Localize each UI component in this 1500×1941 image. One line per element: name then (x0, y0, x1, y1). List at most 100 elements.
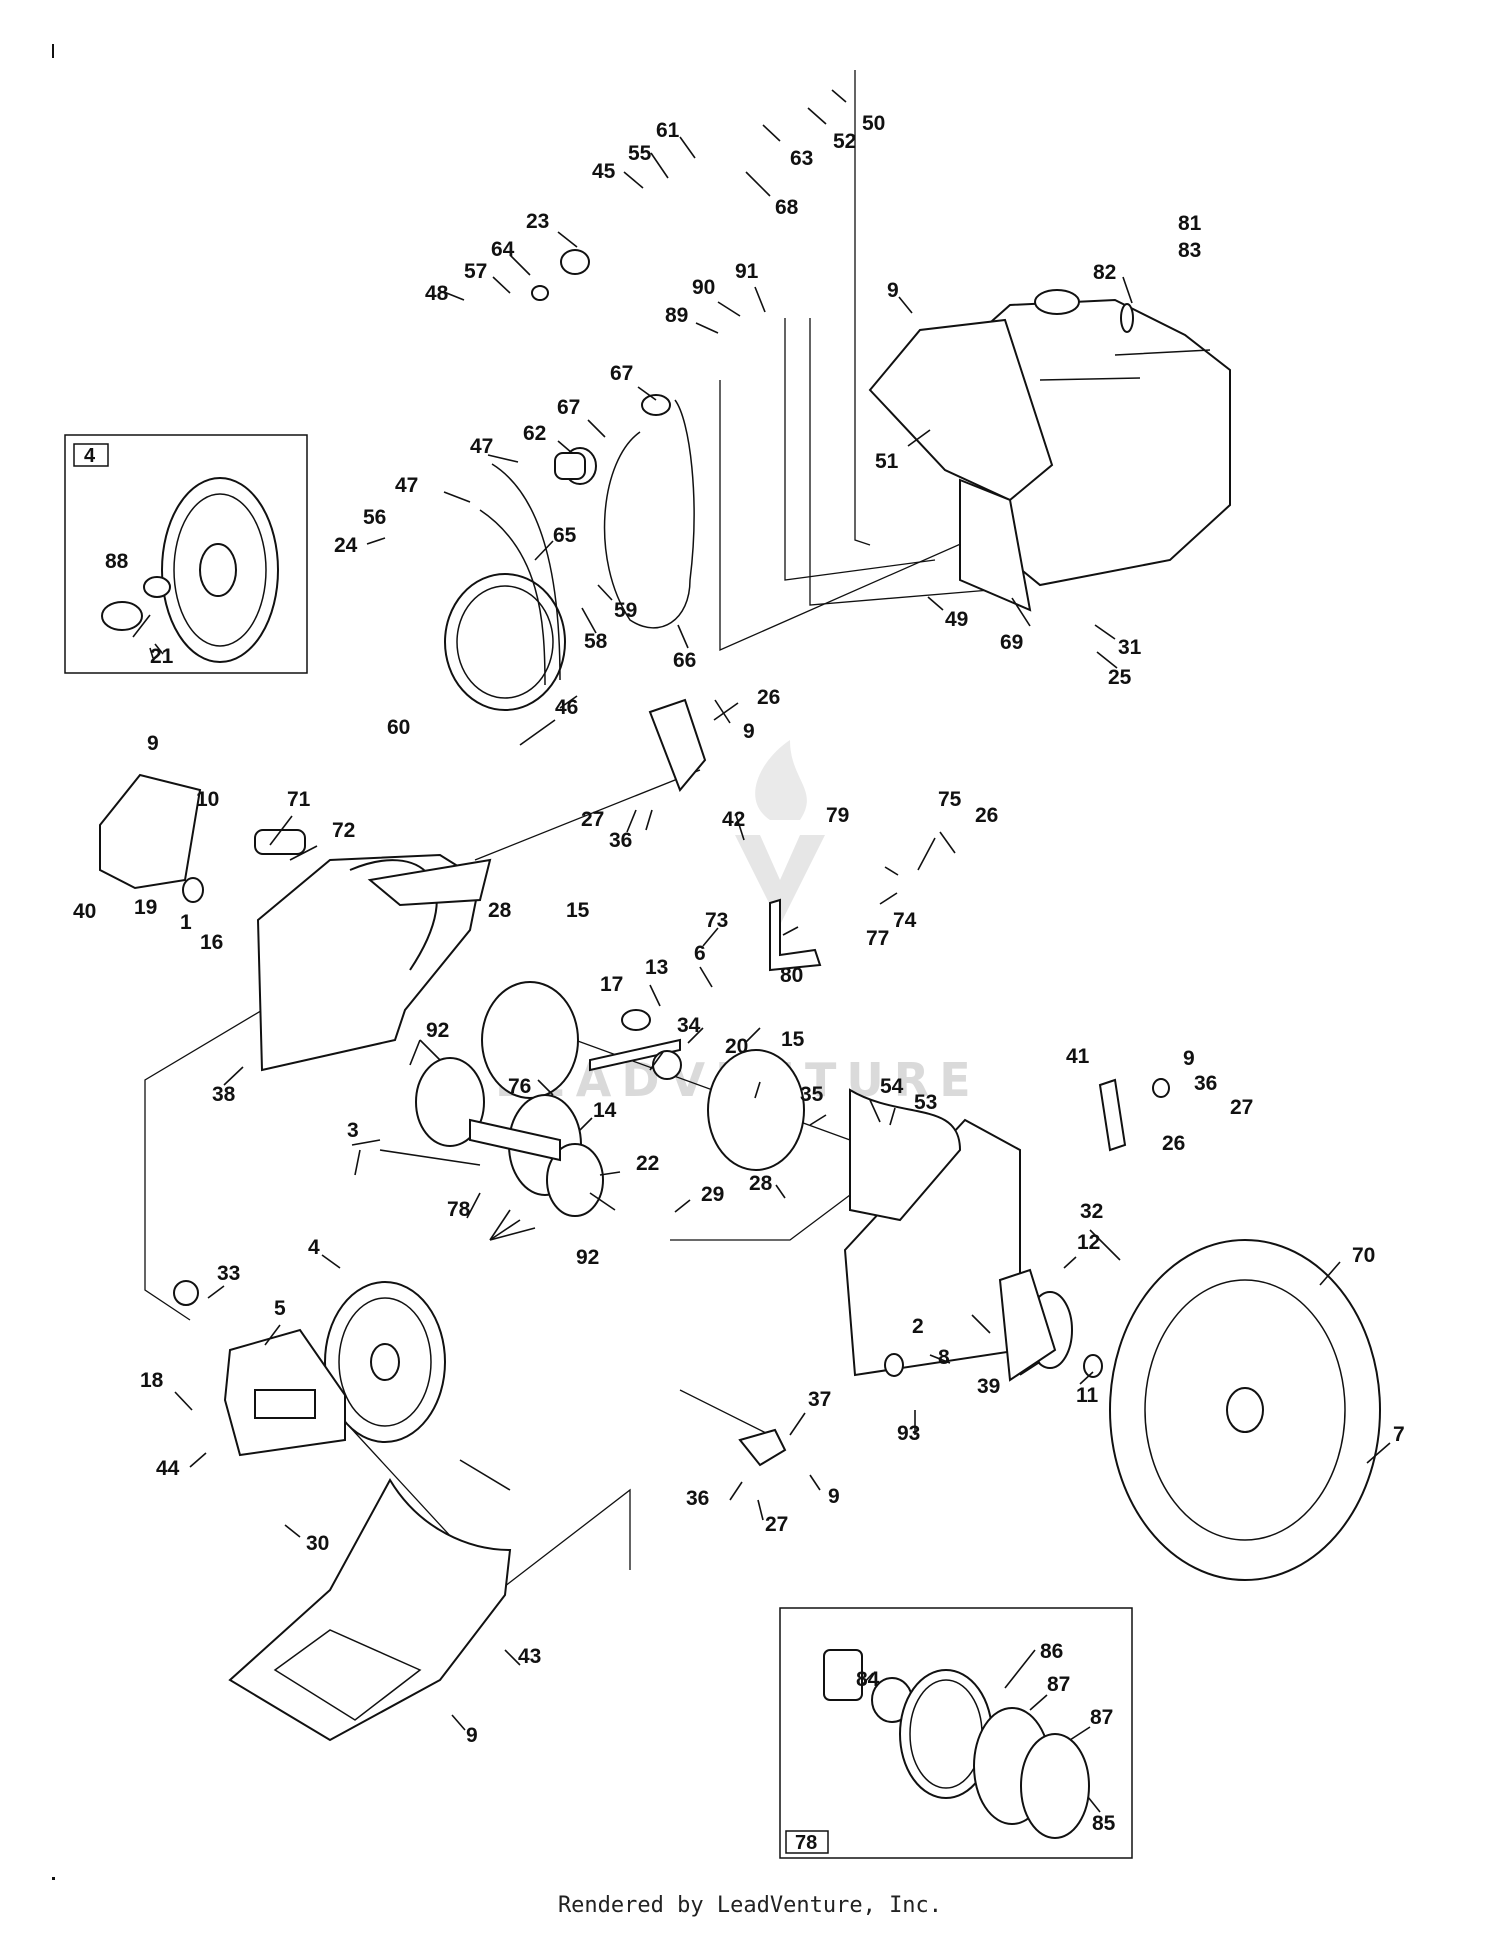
belt-cover (868, 318, 1054, 612)
callout-15-a: 15 (566, 899, 590, 922)
callout-69: 69 (1000, 631, 1023, 654)
callout-48: 48 (425, 282, 449, 305)
inset-4-tag: 4 (84, 445, 96, 467)
callout-3: 3 (347, 1119, 359, 1142)
callout-31: 31 (1118, 636, 1142, 659)
callout-13: 13 (645, 956, 668, 979)
callout-58: 58 (584, 630, 608, 653)
callout-36-c: 36 (686, 1487, 709, 1510)
callout-76: 76 (508, 1075, 531, 1098)
callout-6: 6 (694, 942, 706, 965)
inset-78-tag: 78 (795, 1832, 817, 1854)
callout-37: 37 (808, 1388, 831, 1411)
callout-28-a: 28 (488, 899, 512, 922)
callout-labels: 50 52 61 55 63 45 68 23 64 57 48 81 83 8… (73, 112, 1405, 1835)
frame-left (256, 853, 492, 1072)
callout-91: 91 (735, 260, 759, 283)
callout-25: 25 (1108, 666, 1132, 689)
auger-pulley (444, 399, 695, 711)
callout-92-a: 92 (426, 1019, 449, 1042)
callout-15-b: 15 (781, 1028, 805, 1051)
callout-87-b: 87 (1090, 1706, 1113, 1729)
callout-50: 50 (862, 112, 885, 135)
callout-80: 80 (780, 964, 803, 987)
callout-56: 56 (363, 506, 386, 529)
callout-5: 5 (274, 1297, 286, 1320)
callout-27-a: 27 (581, 808, 604, 831)
callout-38: 38 (212, 1083, 236, 1106)
friction-bracket (223, 1328, 346, 1457)
callout-63: 63 (790, 147, 813, 170)
callout-90: 90 (692, 276, 715, 299)
callout-14: 14 (593, 1099, 617, 1122)
callout-17: 17 (600, 973, 623, 996)
inset-78-box: 78 (779, 1607, 1133, 1859)
callout-86: 86 (1040, 1640, 1063, 1663)
side-plate-40 (99, 773, 202, 890)
callout-61: 61 (656, 119, 680, 142)
callout-35: 35 (800, 1083, 824, 1106)
callout-2: 2 (912, 1315, 924, 1338)
callout-36-b: 36 (1194, 1072, 1217, 1095)
callout-44: 44 (156, 1457, 180, 1480)
callout-19: 19 (134, 896, 157, 919)
callout-45: 45 (592, 160, 616, 183)
callout-29: 29 (701, 1183, 724, 1206)
callout-34: 34 (677, 1014, 701, 1037)
drive-wheel (1109, 1239, 1381, 1581)
callout-16: 16 (200, 931, 223, 954)
callout-41: 41 (1066, 1045, 1090, 1068)
callout-47-a: 47 (470, 435, 493, 458)
callout-7: 7 (1393, 1423, 1405, 1446)
callout-67-b: 67 (557, 396, 580, 419)
callout-85: 85 (1092, 1812, 1116, 1835)
callout-22: 22 (636, 1152, 659, 1175)
callout-60: 60 (387, 716, 410, 739)
callout-1: 1 (180, 911, 192, 934)
small-parts (173, 249, 1170, 1378)
callout-43: 43 (518, 1645, 541, 1668)
callout-93: 93 (897, 1422, 920, 1445)
callout-26-b: 26 (975, 804, 998, 827)
callout-92-b: 92 (576, 1246, 599, 1269)
callout-83: 83 (1178, 239, 1201, 262)
callout-39: 39 (977, 1375, 1000, 1398)
footer-text: Rendered by LeadVenture, Inc. (557, 1893, 943, 1918)
callout-82: 82 (1093, 261, 1116, 284)
friction-wheel (324, 1281, 446, 1443)
callout-73: 73 (705, 909, 728, 932)
callout-9-c: 9 (147, 732, 159, 755)
callout-27-c: 27 (765, 1513, 788, 1536)
callout-78: 78 (447, 1198, 471, 1221)
engine (963, 289, 1231, 587)
callout-89: 89 (665, 304, 688, 327)
callout-33: 33 (217, 1262, 240, 1285)
callout-74: 74 (893, 909, 917, 932)
callout-79: 79 (826, 804, 849, 827)
callout-9-f: 9 (466, 1724, 478, 1747)
callout-28-b: 28 (749, 1172, 773, 1195)
callout-55: 55 (628, 142, 652, 165)
callout-68: 68 (775, 196, 799, 219)
callout-9-e: 9 (828, 1485, 840, 1508)
callout-26-a: 26 (757, 686, 780, 709)
callout-66: 66 (673, 649, 696, 672)
inset-4-box: 4 (64, 434, 308, 674)
corner-dot (52, 1877, 55, 1880)
callout-67-a: 67 (610, 362, 633, 385)
callout-42: 42 (722, 808, 745, 831)
callout-72: 72 (332, 819, 355, 842)
callout-75: 75 (938, 788, 962, 811)
callout-59: 59 (614, 599, 637, 622)
callout-10: 10 (196, 788, 219, 811)
callout-88: 88 (105, 550, 129, 573)
callout-4: 4 (308, 1236, 320, 1259)
callout-11: 11 (1076, 1384, 1099, 1407)
callout-47-b: 47 (395, 474, 418, 497)
callout-51: 51 (875, 450, 899, 473)
callout-70: 70 (1352, 1244, 1375, 1267)
callout-64: 64 (491, 238, 515, 261)
leader-lines (132, 89, 1391, 1813)
callout-20: 20 (725, 1035, 748, 1058)
